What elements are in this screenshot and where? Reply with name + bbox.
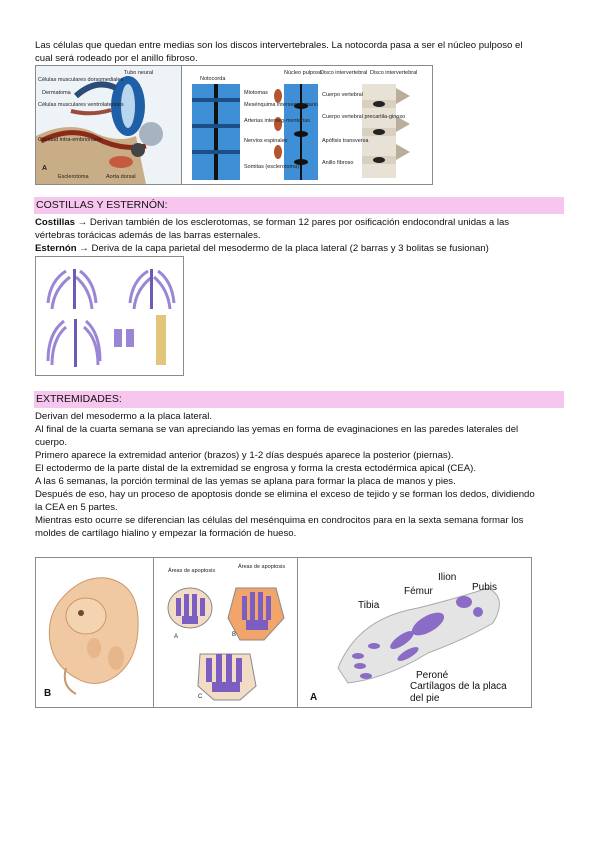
esternon-term: Esternón xyxy=(35,243,77,254)
fig2-label-6: Arterias interseg-mentarias xyxy=(244,118,310,124)
fig2-label-10: Cuerpo vertebral precartila-ginoso xyxy=(322,114,405,120)
leg-label-4: Peroné xyxy=(416,670,449,681)
leg-label-1: Pubis xyxy=(472,582,497,593)
extremidades-line-1: Al final de la cuarta semana se van apre… xyxy=(35,424,519,435)
embryo-figure: B xyxy=(35,557,154,708)
extremidades-line-0: Derivan del mesodermo a la placa lateral… xyxy=(35,411,213,422)
apoptosis-figure: Áreas de apoptosis Áreas de apoptosis A … xyxy=(153,557,298,708)
extremidades-line-5: A las 6 semanas, la porción terminal de … xyxy=(35,476,456,487)
fig2-label-8: Somitas (esclerotoma) xyxy=(244,164,299,170)
ribs-sternum-figure xyxy=(35,256,184,376)
apoptosis-label-3: B xyxy=(232,632,236,638)
fig1-label-6: Esclerotoma xyxy=(58,174,90,180)
fig2-label-0: Notocorda xyxy=(200,76,226,82)
vertebral-development-figure: Notocorda Núcleo pulposo Disco intervert… xyxy=(181,65,433,185)
fig1-label-3: Células musculares ventrolaterales xyxy=(38,102,124,108)
fig1-label-5: A xyxy=(42,165,47,172)
arrow-icon: → xyxy=(79,243,89,254)
extremidades-line-6: Después de eso, hay un proceso de apopto… xyxy=(35,489,535,500)
costillas-term: Costillas xyxy=(35,217,75,228)
costillas-paragraph: Costillas → Derivan también de los escle… xyxy=(35,216,563,229)
fig2-label-5: Mesénquima intersegmentario xyxy=(244,102,318,108)
fig1-label-4: Cavidad intra-embrionaria xyxy=(38,137,102,143)
somite-cross-section-figure: Células musculares dorsomediales Tubo ne… xyxy=(35,65,183,185)
apoptosis-label-1: Áreas de apoptosis xyxy=(238,563,285,570)
fig2-label-2: Disco intervertebral xyxy=(320,70,367,76)
fig2-label-9: Cuerpo vertebral xyxy=(322,92,363,98)
apoptosis-label-0: Áreas de apoptosis xyxy=(168,567,215,574)
leg-label-0: Ilion xyxy=(438,572,456,583)
esternon-text: Deriva de la capa parietal del mesodermo… xyxy=(88,243,489,254)
embryo-label: B xyxy=(44,688,51,699)
fig2-label-12: Anillo fibroso xyxy=(322,160,354,166)
extremidades-line-8: Mientras esto ocurre se diferencian las … xyxy=(35,515,524,526)
fig2-label-4: Miotomas xyxy=(244,90,268,96)
extremidades-line-3: Primero aparece la extremidad anterior (… xyxy=(35,450,454,461)
costillas-text: Derivan también de los esclerotomas, se … xyxy=(87,217,510,228)
section-heading-extremidades: EXTREMIDADES: xyxy=(34,391,564,408)
costillas-paragraph-line-2: vértebras torácicas además de las barras… xyxy=(35,230,261,241)
leg-label-7: A xyxy=(310,692,317,703)
fig2-label-7: Nervios espinales xyxy=(244,138,288,144)
fig2-label-3: Disco intervertebral xyxy=(370,70,417,76)
fig1-label-1: Tubo neural xyxy=(124,70,153,76)
arrow-icon: → xyxy=(77,217,88,228)
intro-line-2: cual será rodeado por el anillo fibroso. xyxy=(35,53,198,64)
fig1-label-2: Dermatoma xyxy=(42,90,72,96)
esternon-paragraph: Esternón → Deriva de la capa parietal de… xyxy=(35,242,563,255)
section-heading-costillas: COSTILLAS Y ESTERNÓN: xyxy=(34,197,564,214)
extremidades-line-2: cuerpo. xyxy=(35,437,67,448)
leg-label-2: Fémur xyxy=(404,586,434,597)
fig2-label-11: Apófisis transversa xyxy=(322,138,369,144)
fig1-label-0: Células musculares dorsomediales xyxy=(38,77,124,83)
apoptosis-label-2: A xyxy=(174,634,178,640)
fig2-label-1: Núcleo pulposo xyxy=(284,70,322,76)
extremidades-line-4: El ectodermo de la parte distal de la ex… xyxy=(35,463,476,474)
fig1-label-7: Aorta dorsal xyxy=(106,174,136,180)
intro-line-1: Las células que quedan entre medias son … xyxy=(35,40,523,51)
leg-label-3: Tibia xyxy=(358,600,380,611)
leg-label-6: del pie xyxy=(410,693,440,704)
leg-label-5: Cartílagos de la placa xyxy=(410,681,507,692)
extremidades-line-9: moldes de cartílago hialino y empezar la… xyxy=(35,528,297,539)
leg-cartilage-figure: Ilion Pubis Fémur Tibia Peroné Cartílago… xyxy=(297,557,532,708)
apoptosis-label-4: C xyxy=(198,694,203,700)
extremidades-line-7: la CEA en 5 partes. xyxy=(35,502,118,513)
